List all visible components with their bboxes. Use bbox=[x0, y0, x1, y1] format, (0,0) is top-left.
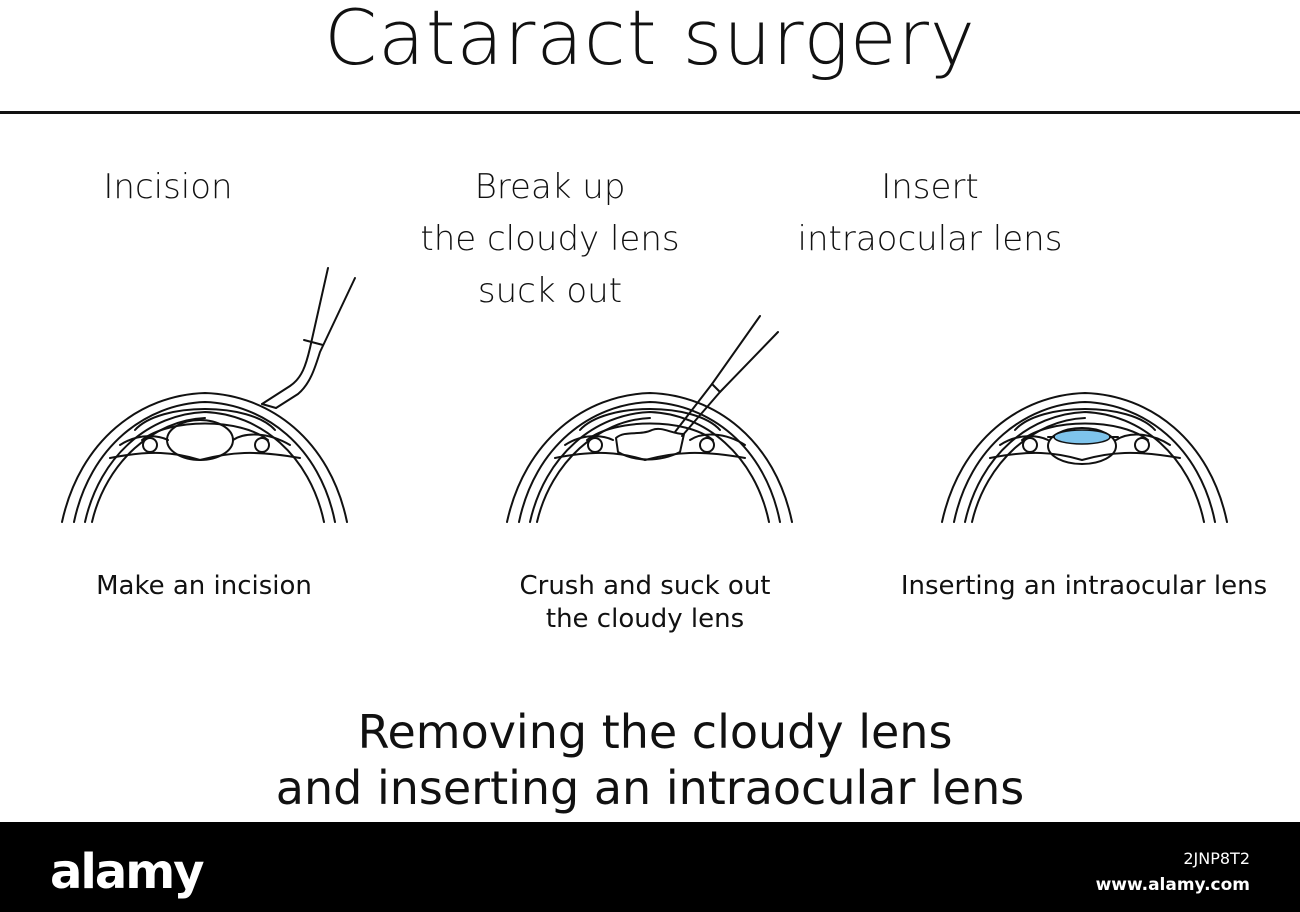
watermark-footer: alamy 2JNP8T2 www.alamy.com bbox=[0, 822, 1300, 912]
brand-logo: alamy bbox=[50, 844, 205, 900]
summary-line-2: and inserting an intraocular lens bbox=[275, 761, 1025, 815]
summary-line-1: Removing the cloudy lens bbox=[357, 705, 953, 759]
image-id: 2JNP8T2 bbox=[1183, 849, 1250, 868]
title-divider bbox=[0, 111, 1300, 114]
step-3-caption-line: Inserting an intraocular lens bbox=[900, 571, 1268, 601]
step-1-caption: Make an incision bbox=[74, 570, 334, 603]
step-3-heading-line-1: Insert bbox=[881, 167, 979, 207]
step-3-heading-line-2: intraocular lens bbox=[797, 219, 1063, 259]
step-3-heading: Insert intraocular lens bbox=[780, 161, 1080, 265]
step-1-heading: Incision bbox=[68, 161, 268, 213]
eye-incision-illustration bbox=[61, 267, 356, 523]
step-2-caption-line-2: the cloudy lens bbox=[545, 604, 745, 634]
step-1-heading-line: Incision bbox=[103, 167, 233, 207]
page-title: Cataract surgery bbox=[324, 0, 976, 82]
eye-iol-illustration bbox=[941, 392, 1228, 523]
site-url: www.alamy.com bbox=[1095, 875, 1250, 895]
step-1-caption-line: Make an incision bbox=[96, 571, 312, 601]
image-id-block: 2JNP8T2 www.alamy.com bbox=[1096, 846, 1250, 898]
step-2-heading: Break up the cloudy lens suck out bbox=[400, 161, 700, 317]
intraocular-lens bbox=[1053, 429, 1111, 445]
step-2-caption: Crush and suck out the cloudy lens bbox=[500, 570, 790, 636]
step-2-heading-line-3: suck out bbox=[477, 271, 623, 311]
summary-text: Removing the cloudy lens and inserting a… bbox=[0, 704, 1300, 816]
step-3-caption: Inserting an intraocular lens bbox=[888, 570, 1280, 603]
eye-phaco-illustration bbox=[506, 315, 793, 523]
step-2-heading-line-1: Break up bbox=[474, 167, 626, 207]
step-2-caption-line-1: Crush and suck out bbox=[519, 571, 771, 601]
step-2-heading-line-2: the cloudy lens bbox=[420, 219, 680, 259]
